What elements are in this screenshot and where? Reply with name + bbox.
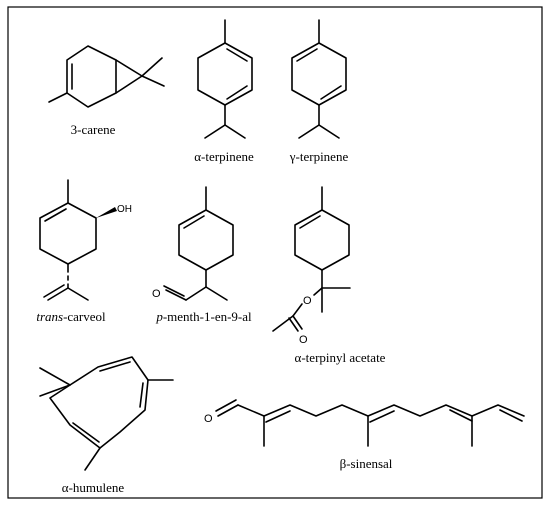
label-g-terpinene: γ-terpinene xyxy=(289,149,349,164)
atom-label-sinensal-o: O xyxy=(204,413,213,425)
label-p-menth-1-en-9-al: p-menth-1-en-9-al xyxy=(155,309,252,324)
atom-label-carbonyl-o: O xyxy=(299,334,308,346)
structure-b-sinensal xyxy=(215,399,525,447)
structure-p-menth-1-en-9-al xyxy=(163,186,234,301)
label-trans-carveol: trans-carveol xyxy=(36,309,106,324)
structure-g-terpinene xyxy=(291,19,347,139)
structure-3-carene xyxy=(48,45,165,108)
label-3-carene: 3-carene xyxy=(71,122,116,137)
label-a-humulene: α-humulene xyxy=(62,480,125,495)
structure-a-humulene xyxy=(39,356,174,471)
figure-border xyxy=(7,6,543,499)
atom-label-aldehyde-o: O xyxy=(152,288,161,300)
structure-a-terpinene xyxy=(197,19,253,139)
structure-a-terpinyl-acetate xyxy=(272,186,351,332)
atom-label-oh: OH xyxy=(117,204,132,215)
label-a-terpinene: α-terpinene xyxy=(194,149,254,164)
atom-label-ester-o: O xyxy=(303,295,312,307)
structure-trans-carveol xyxy=(39,179,117,301)
label-a-terpinyl-acetate: α-terpinyl acetate xyxy=(295,350,386,365)
label-b-sinensal: β-sinensal xyxy=(340,456,393,471)
